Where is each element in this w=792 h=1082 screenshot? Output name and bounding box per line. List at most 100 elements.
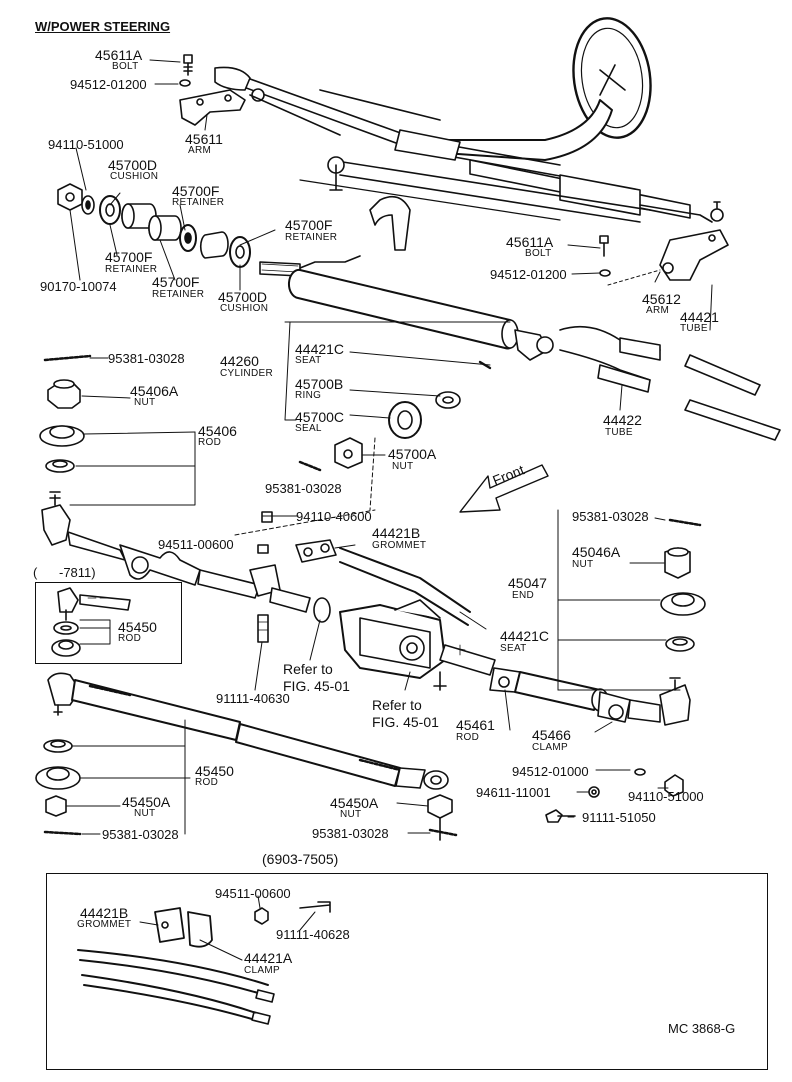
part-name-tube: TUBE (680, 323, 708, 334)
part-number-45406: 45406 (198, 423, 237, 439)
part-number-44421C: 44421C (295, 341, 345, 357)
part-name-bolt: BOLT (112, 61, 139, 72)
part-name-rod: ROD (195, 777, 219, 788)
refer-to-label: Refer to (372, 697, 422, 713)
part-name-cushion: CUSHION (110, 171, 159, 182)
part-name-nut: NUT (392, 461, 414, 472)
cylinder-seal-parts (334, 391, 461, 469)
part-number-91111-40630: 91111-40630 (216, 691, 290, 706)
part-number-45047: 45047 (508, 575, 547, 591)
tie-rod-right (427, 518, 706, 841)
cushion-retainer-stack (57, 183, 251, 268)
part-number-94110-40600: 94110-40600 (296, 509, 372, 524)
part-name-tube: TUBE (605, 427, 633, 438)
tie-rod-center (41, 460, 471, 643)
part-number-45700F: 45700F (285, 217, 333, 233)
inset-bottom-parts (77, 901, 331, 1025)
part-name-grommet: GROMMET (77, 919, 132, 930)
rod-45406-parts (39, 354, 92, 473)
part-number-45700A: 45700A (388, 446, 437, 462)
steering-wheel-assembly (299, 17, 724, 251)
part-name-nut: NUT (134, 397, 156, 408)
part-number-44421B: 44421B (372, 525, 421, 541)
part-number-94110-51000: 94110-51000 (628, 789, 704, 804)
part-number-94512-01000: 94512-01000 (512, 764, 589, 779)
part-name-end: END (512, 590, 535, 601)
front-arrow (459, 464, 549, 513)
part-number-94110-51000: 94110-51000 (48, 137, 124, 152)
part-number-95381-03028: 95381-03028 (312, 826, 389, 841)
inset-left-parts (51, 587, 131, 657)
part-name-cushion: CUSHION (220, 303, 269, 314)
tube-44421 (684, 354, 781, 441)
part-number-95381-03028: 95381-03028 (102, 827, 179, 842)
part-number-44421A: 44421A (244, 950, 293, 966)
part-number-45700F: 45700F (172, 183, 220, 199)
part-number-45450: 45450 (118, 619, 157, 635)
leader-lines-right (234, 509, 681, 834)
inset-left-leaders (79, 619, 111, 645)
part-name-seat: SEAT (295, 355, 322, 366)
part-number-94512-01200: 94512-01200 (490, 267, 567, 282)
bolt-45611A-top (179, 54, 193, 87)
part-number-45611A-right: 45611A (506, 234, 554, 250)
bolt-45611A-right (599, 235, 611, 277)
part-number-45700C: 45700C (295, 409, 345, 425)
leader-lines-lower (65, 719, 191, 835)
part-number-91111-51050: 91111-51050 (582, 810, 656, 825)
part-number-44422: 44422 (603, 412, 642, 428)
power-cylinder-44260 (259, 255, 661, 393)
inset-left-range: ( -7811) (33, 565, 96, 580)
refer-figure-label: FIG. 45-01 (372, 714, 439, 730)
part-name-retainer: RETAINER (172, 197, 225, 208)
inset-bottom-leaders (139, 895, 316, 961)
diagram-code: MC 3868-G (668, 1021, 736, 1036)
part-name-clamp: CLAMP (244, 965, 280, 976)
part-number-94512-01200: 94512-01200 (70, 77, 147, 92)
part-number-45466: 45466 (532, 727, 571, 743)
part-number-95381-03028: 95381-03028 (572, 509, 649, 524)
leader-lines (69, 59, 713, 511)
part-name-arm: ARM (188, 145, 212, 156)
part-number-94511-00600: 94511-00600 (158, 537, 234, 552)
arm-45612 (659, 229, 729, 281)
refer-to-label: Refer to (283, 661, 333, 677)
part-number-45450: 45450 (195, 763, 234, 779)
part-number-45700D: 45700D (218, 289, 268, 305)
inset-bottom-range: (6903-7505) (262, 851, 339, 867)
relay-rod-upper (214, 66, 561, 177)
part-number-45700F: 45700F (152, 274, 200, 290)
tie-rod-lower (35, 672, 449, 836)
part-number-45461: 45461 (456, 717, 495, 733)
part-number-45611: 45611 (185, 131, 223, 147)
part-number-91111-40628: 91111-40628 (276, 927, 350, 942)
part-name-retainer: RETAINER (105, 264, 158, 275)
part-name-rod: ROD (198, 437, 222, 448)
part-number-44421B: 44421B (80, 905, 129, 921)
part-name-rod: ROD (456, 732, 480, 743)
part-number-90170-10074: 90170-10074 (40, 279, 117, 294)
part-number-45612: 45612 (642, 291, 681, 307)
part-name-retainer: RETAINER (285, 232, 338, 243)
part-name-bolt: BOLT (525, 248, 552, 259)
part-name-nut: NUT (134, 808, 156, 819)
part-name-seat: SEAT (500, 643, 527, 654)
part-number-94611-11001: 94611-11001 (476, 785, 551, 800)
part-number-45700D: 45700D (108, 157, 158, 173)
part-name-seal: SEAL (295, 423, 322, 434)
part-name-clamp: CLAMP (532, 742, 568, 753)
inset-bottom-box (46, 873, 768, 1070)
inset-left-box (35, 582, 182, 664)
part-number-45700F: 45700F (105, 249, 153, 265)
part-number-45700B: 45700B (295, 376, 344, 392)
part-name-ring: RING (295, 390, 322, 401)
part-name-rod: ROD (118, 633, 142, 644)
part-number-44260: 44260 (220, 353, 259, 369)
part-number-45450A: 45450A (330, 795, 379, 811)
part-number-95381-03028: 95381-03028 (108, 351, 185, 366)
part-number-45406A: 45406A (130, 383, 179, 399)
part-number-94511-00600: 94511-00600 (215, 886, 291, 901)
arm-45611 (179, 89, 246, 126)
part-name-nut: NUT (340, 809, 362, 820)
